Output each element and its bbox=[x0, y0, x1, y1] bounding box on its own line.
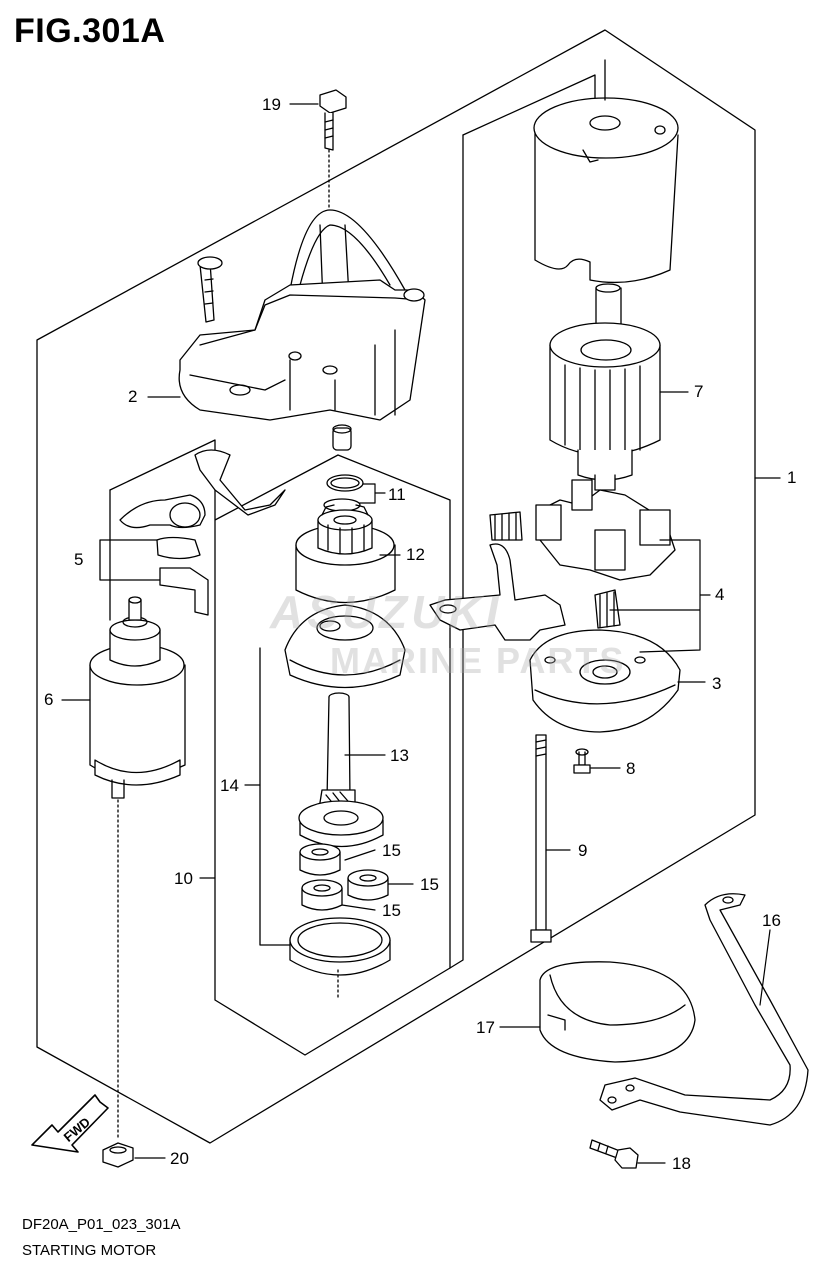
solenoid-6 bbox=[89, 596, 186, 1141]
watermark-bottom: MARINE PARTS bbox=[330, 640, 626, 681]
through-bolt-9 bbox=[530, 734, 552, 943]
callout-15-right[interactable]: 15 bbox=[420, 875, 439, 894]
gear-housing bbox=[284, 604, 406, 689]
nut-20 bbox=[102, 1142, 134, 1168]
callout-8[interactable]: 8 bbox=[626, 759, 636, 778]
bolt-18 bbox=[589, 1139, 639, 1169]
callout-16[interactable]: 16 bbox=[762, 911, 781, 930]
callout-12[interactable]: 12 bbox=[406, 545, 425, 564]
callout-15-lower[interactable]: 15 bbox=[382, 901, 401, 920]
callout-20[interactable]: 20 bbox=[170, 1149, 189, 1168]
brush-holder-4 bbox=[429, 479, 676, 641]
callout-1[interactable]: 1 bbox=[787, 468, 797, 487]
motor-yoke bbox=[533, 59, 679, 284]
planet-gear-15c bbox=[301, 879, 343, 911]
callout-18[interactable]: 18 bbox=[672, 1154, 691, 1173]
figure-title: FIG.301A bbox=[14, 12, 166, 50]
band-17 bbox=[539, 961, 696, 1063]
armature-7 bbox=[549, 283, 661, 491]
callout-15-upper[interactable]: 15 bbox=[382, 841, 401, 860]
planet-gear-15b bbox=[347, 869, 389, 901]
assembly-boundary-planetary bbox=[259, 647, 293, 946]
callout-2[interactable]: 2 bbox=[128, 387, 138, 406]
drive-shaft-13 bbox=[298, 692, 384, 848]
lever-parts-5 bbox=[119, 449, 286, 616]
callout-19[interactable]: 19 bbox=[262, 95, 281, 114]
figure-subtitle: STARTING MOTOR bbox=[22, 1242, 157, 1259]
planet-gear-15a bbox=[299, 843, 341, 876]
watermark-top: ASUZUKI bbox=[270, 586, 503, 638]
callout-4[interactable]: 4 bbox=[715, 585, 725, 604]
screw-8 bbox=[573, 748, 591, 774]
callout-13[interactable]: 13 bbox=[390, 746, 409, 765]
leader-lines bbox=[61, 103, 771, 1164]
callout-5[interactable]: 5 bbox=[74, 550, 84, 569]
callout-17[interactable]: 17 bbox=[476, 1018, 495, 1037]
strap-bracket-16 bbox=[599, 893, 809, 1126]
assembly-boundary-drive bbox=[109, 439, 451, 1056]
callout-11[interactable]: 11 bbox=[388, 485, 406, 504]
callout-7[interactable]: 7 bbox=[694, 382, 704, 401]
figure-code: DF20A_P01_023_301A bbox=[22, 1216, 181, 1233]
callout-6[interactable]: 6 bbox=[44, 690, 54, 709]
rear-bracket-3 bbox=[529, 629, 681, 733]
callout-14[interactable]: 14 bbox=[220, 776, 239, 795]
callout-3[interactable]: 3 bbox=[712, 674, 722, 693]
bracket-5 bbox=[99, 539, 161, 581]
pinion-gear-12 bbox=[295, 504, 396, 604]
arrow-fwd-icon bbox=[31, 1094, 109, 1153]
solenoid-housing-2 bbox=[178, 209, 426, 451]
assembly-boundary-motor-side bbox=[449, 134, 464, 969]
callout-10[interactable]: 10 bbox=[174, 869, 193, 888]
internal-gear-ring bbox=[289, 917, 391, 1001]
callout-9[interactable]: 9 bbox=[578, 841, 588, 860]
assembly-boundary-outer bbox=[36, 29, 756, 1144]
